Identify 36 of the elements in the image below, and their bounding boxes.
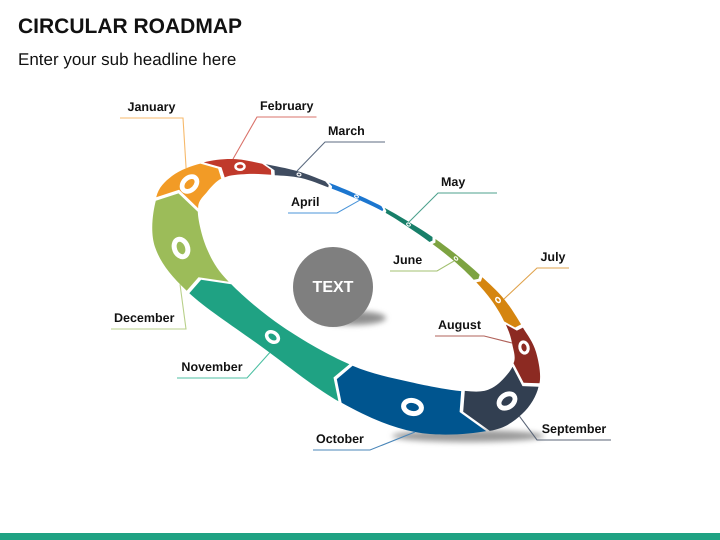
- subtitle: Enter your sub headline here: [18, 49, 236, 71]
- leader-line: [232, 116, 316, 160]
- leader-line: [519, 416, 611, 441]
- ring-segment: [463, 366, 538, 431]
- month-label: June: [390, 253, 437, 271]
- month-label: September: [537, 422, 611, 440]
- ring-segment: [336, 366, 486, 435]
- month-label: May: [438, 175, 497, 193]
- month-label: August: [435, 318, 484, 336]
- leader-line: [408, 192, 497, 222]
- ring-segment: [506, 324, 540, 384]
- month-label: October: [313, 432, 370, 450]
- title: CIRCULAR ROADMAP: [18, 14, 242, 40]
- month-label: November: [177, 360, 247, 378]
- ring-segment: [328, 182, 384, 212]
- leader-line: [390, 260, 454, 272]
- center-circle: TEXT: [293, 247, 373, 327]
- leader-line: [177, 352, 270, 379]
- ring-segment: [152, 193, 229, 291]
- leader-line: [296, 141, 385, 172]
- month-label: July: [537, 250, 569, 268]
- ring-segment: [266, 164, 329, 188]
- month-label: February: [257, 99, 316, 117]
- ring-segment: [204, 158, 272, 178]
- leader-line: [120, 117, 187, 168]
- leader-line: [435, 335, 512, 344]
- leader-line: [313, 431, 416, 451]
- leader-line: [504, 267, 569, 300]
- leader-line: [288, 200, 360, 214]
- month-label: January: [120, 100, 183, 118]
- ring-segment: [432, 239, 480, 280]
- ring-segment: [384, 208, 432, 242]
- month-label: December: [111, 311, 186, 329]
- month-label: April: [288, 195, 337, 213]
- leader-line: [111, 284, 187, 330]
- month-label: March: [325, 124, 385, 142]
